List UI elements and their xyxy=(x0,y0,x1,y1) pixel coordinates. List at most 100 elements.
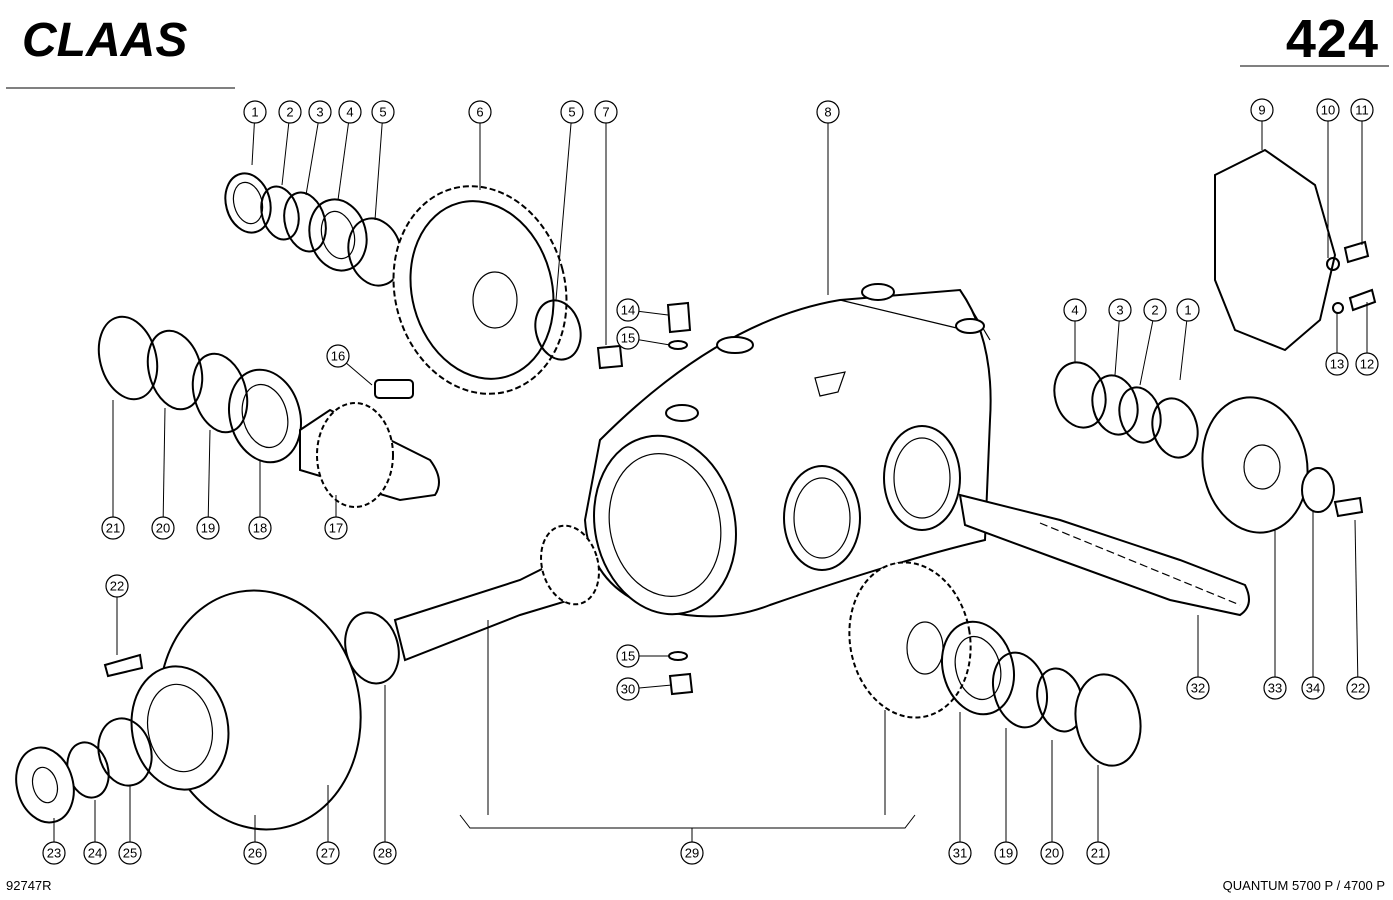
callout-circle xyxy=(1355,352,1379,376)
part-callout: 2 xyxy=(1143,298,1167,322)
callout-circle xyxy=(326,344,350,368)
callout-number: 20 xyxy=(156,521,170,536)
callout-number: 14 xyxy=(621,303,635,318)
part-callout: 10 xyxy=(1316,98,1340,122)
part-callout: 22 xyxy=(105,574,129,598)
snap-ring-5b xyxy=(534,299,582,361)
part-callout: 4 xyxy=(338,100,362,124)
callout-number: 5 xyxy=(379,105,386,120)
callout-number: 1 xyxy=(251,105,258,120)
callout-number: 2 xyxy=(1151,303,1158,318)
callout-circle xyxy=(243,100,267,124)
callout-circle xyxy=(1186,676,1210,700)
callout-circle xyxy=(316,841,340,865)
plug-30 xyxy=(668,672,694,696)
leader-line xyxy=(1179,309,1189,381)
callout-circle xyxy=(151,516,175,540)
callout-number: 33 xyxy=(1268,681,1282,696)
callout-circle xyxy=(616,298,640,322)
claas-logo: CLAAS xyxy=(22,14,187,64)
callout-number: 32 xyxy=(1191,681,1205,696)
part-callout: 19 xyxy=(994,841,1018,865)
leader-line xyxy=(1354,519,1359,689)
part-callout: 22 xyxy=(1346,676,1370,700)
callout-circle xyxy=(616,677,640,701)
part-callout: 3 xyxy=(1108,298,1132,322)
part-callout: 16 xyxy=(326,344,350,368)
part-callout: 12 xyxy=(1355,352,1379,376)
callout-number: 15 xyxy=(621,331,635,346)
callout-number: 23 xyxy=(47,846,61,861)
callout-number: 3 xyxy=(316,105,323,120)
leader-line xyxy=(281,111,291,186)
callout-number: 21 xyxy=(1091,846,1105,861)
callout-number: 28 xyxy=(378,846,392,861)
callout-number: 11 xyxy=(1355,103,1369,118)
callout-circle xyxy=(1108,298,1132,322)
callout-circle xyxy=(680,841,704,865)
bevel-gear-group xyxy=(848,561,1142,767)
part-callout: 11 xyxy=(1350,98,1374,122)
part-callout: 15 xyxy=(616,644,640,668)
left-bearing-group xyxy=(97,315,440,508)
callout-circle xyxy=(1346,676,1370,700)
part-callout: 21 xyxy=(101,516,125,540)
callout-number: 27 xyxy=(321,846,335,861)
callout-circle xyxy=(324,516,348,540)
callout-number: 5 xyxy=(568,105,575,120)
washer-15b xyxy=(668,651,688,661)
part-callout: 6 xyxy=(468,100,492,124)
callout-circle xyxy=(1350,98,1374,122)
model-label: QUANTUM 5700 P / 4700 P xyxy=(1222,878,1385,893)
leader-line xyxy=(337,111,351,201)
drawing-number: 92747R xyxy=(6,878,52,893)
callout-circle xyxy=(594,100,618,124)
callout-number: 21 xyxy=(106,521,120,536)
callout-circle xyxy=(105,574,129,598)
callout-number: 1 xyxy=(1184,303,1191,318)
part-callout: 25 xyxy=(118,841,142,865)
callout-number: 20 xyxy=(1045,846,1059,861)
spur-gear-6 xyxy=(392,185,568,395)
callout-number: 4 xyxy=(1071,303,1078,318)
callout-circle xyxy=(1063,298,1087,322)
callout-number: 30 xyxy=(621,682,635,697)
part-callout: 23 xyxy=(42,841,66,865)
upper-seal-bearing-group xyxy=(224,172,403,287)
callout-number: 25 xyxy=(123,846,137,861)
callout-number: 19 xyxy=(999,846,1013,861)
part-callout: 21 xyxy=(1086,841,1110,865)
part-callout: 19 xyxy=(196,516,220,540)
callout-number: 4 xyxy=(346,105,353,120)
callout-number: 26 xyxy=(248,846,262,861)
callout-number: 17 xyxy=(329,521,343,536)
leader-line xyxy=(374,111,384,221)
leader-line xyxy=(162,407,166,529)
callout-circle xyxy=(371,100,395,124)
part-callout: 9 xyxy=(1250,98,1274,122)
plug-7 xyxy=(596,344,624,370)
callout-circle xyxy=(196,516,220,540)
part-callout: 32 xyxy=(1186,676,1210,700)
callout-number: 9 xyxy=(1258,103,1265,118)
part-callout: 29 xyxy=(680,841,704,865)
part-callout: 8 xyxy=(816,100,840,124)
callout-number: 19 xyxy=(201,521,215,536)
key-16 xyxy=(374,379,414,399)
part-callout: 20 xyxy=(151,516,175,540)
callout-circle xyxy=(616,326,640,350)
part-callout: 18 xyxy=(248,516,272,540)
callout-number: 22 xyxy=(110,579,124,594)
callout-circle xyxy=(83,841,107,865)
callout-number: 12 xyxy=(1360,357,1374,372)
callout-number: 10 xyxy=(1321,103,1335,118)
part-callout: 5 xyxy=(560,100,584,124)
callout-number: 31 xyxy=(953,846,967,861)
callout-circle xyxy=(948,841,972,865)
part-callout: 27 xyxy=(316,841,340,865)
callout-circle xyxy=(243,841,267,865)
callout-number: 16 xyxy=(331,349,345,364)
callout-number: 13 xyxy=(1330,357,1344,372)
